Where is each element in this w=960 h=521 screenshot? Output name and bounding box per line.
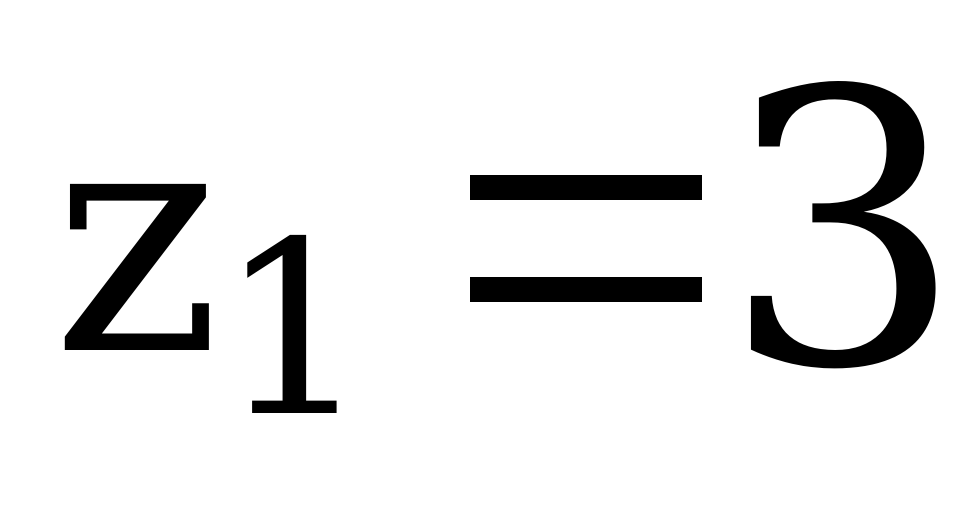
formula-subscript: 1 xyxy=(218,190,371,470)
equals-sign-bottom-bar xyxy=(470,277,702,302)
equals-sign xyxy=(470,175,702,305)
equals-sign-top-bar xyxy=(470,175,702,200)
formula-value: 3 xyxy=(722,10,960,453)
formula-variable: z xyxy=(52,54,221,426)
